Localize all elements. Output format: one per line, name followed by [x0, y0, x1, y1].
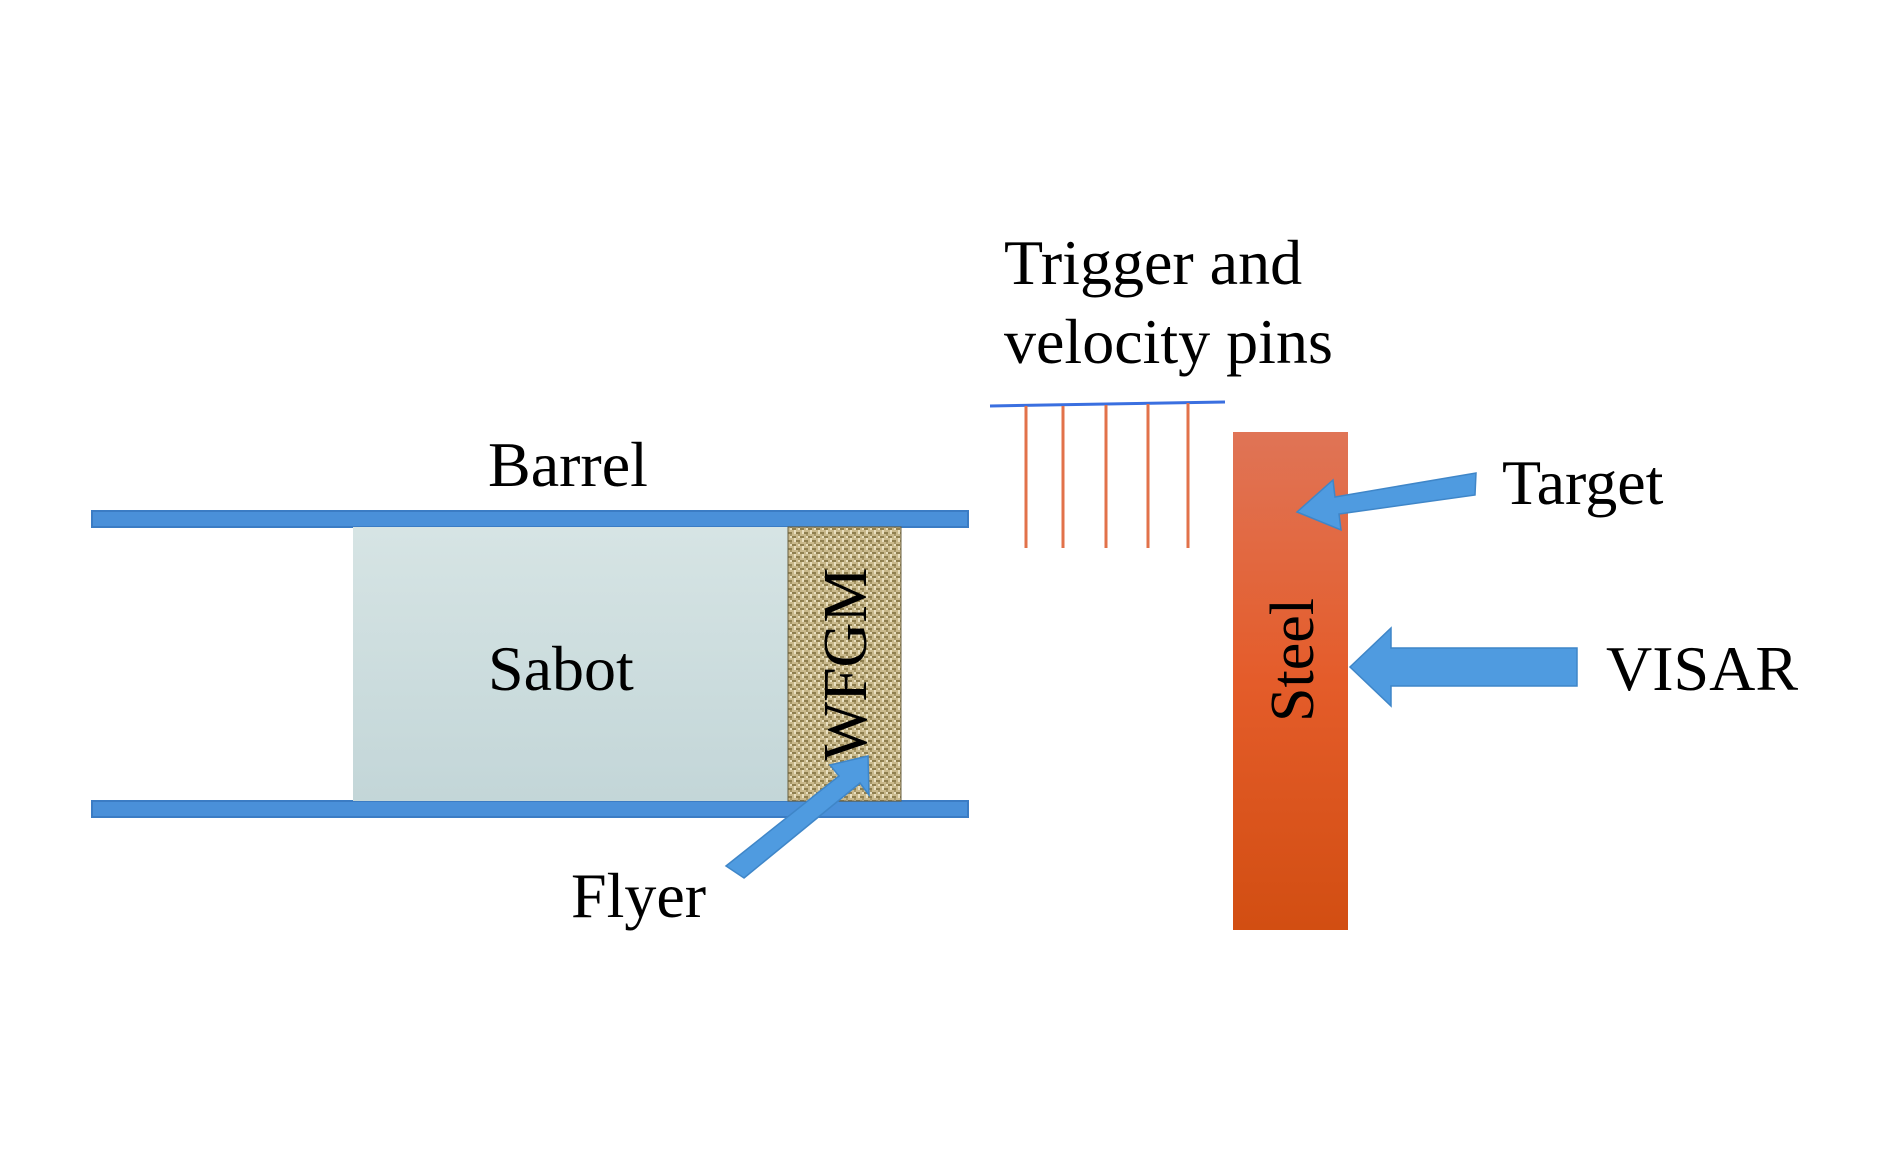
flyer-arrow — [724, 755, 870, 879]
sabot-label: Sabot — [488, 633, 634, 704]
visar-arrow — [1348, 626, 1578, 708]
barrel-top-wall — [91, 510, 969, 528]
barrel-bottom-wall — [91, 800, 969, 818]
visar-label: VISAR — [1606, 633, 1798, 704]
sabot-block — [353, 527, 788, 801]
wfgm-label: WFGM — [812, 568, 880, 761]
steel-label: Steel — [1259, 598, 1327, 722]
flyer-label: Flyer — [571, 860, 706, 931]
target-arrow — [1295, 472, 1477, 532]
flyer-plate — [787, 526, 902, 802]
pin-mount-bar — [989, 400, 1226, 408]
trigger-pins-label-line2: velocity pins — [1004, 306, 1333, 377]
barrel-label: Barrel — [488, 429, 648, 500]
trigger-pins-label-line1: Trigger and — [1004, 227, 1302, 298]
target-label: Target — [1502, 447, 1664, 518]
